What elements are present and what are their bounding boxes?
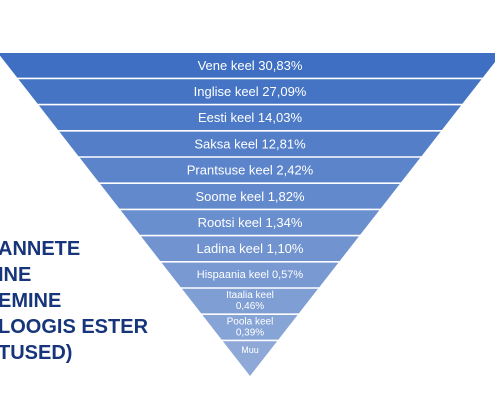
funnel-label-11-line-1: Poola keel: [227, 316, 274, 327]
funnel-label-10-line-1: Itaalia keel: [226, 290, 274, 301]
funnel-label-12: Muu: [241, 345, 259, 355]
funnel-label-4: Saksa keel 12,81%: [194, 136, 306, 151]
funnel-label-9: Hispaania keel 0,57%: [197, 269, 304, 281]
funnel-band-10: [181, 288, 319, 314]
funnel-band-4: [59, 131, 441, 157]
funnel-band-11: [202, 315, 298, 340]
funnel-band-2: [18, 79, 482, 104]
funnel-band-9: [161, 262, 339, 288]
funnel-band-12: [222, 341, 278, 376]
funnel-label-8: Ladina keel 1,10%: [197, 241, 304, 256]
funnel-label-7: Rootsi keel 1,34%: [198, 215, 303, 230]
funnel-label-10-line-2: 0,46%: [236, 301, 264, 312]
funnel-band-8: [141, 236, 359, 261]
side-title: ANNETE INE EMINE LOOGIS ESTER TUSED): [0, 236, 173, 366]
side-title-line-4: LOOGIS ESTER: [0, 316, 149, 338]
funnel-label-2: Inglise keel 27,09%: [194, 84, 307, 99]
side-title-line-5: TUSED): [0, 342, 73, 364]
funnel-band-3: [38, 105, 462, 130]
funnel-band-5: [79, 157, 421, 183]
funnel-label-5: Prantsuse keel 2,42%: [187, 163, 314, 178]
side-title-line-1: ANNETE: [0, 238, 81, 260]
side-title-line-3: EMINE: [0, 290, 62, 312]
funnel-label-1: Vene keel 30,83%: [198, 58, 303, 73]
side-title-line-2: INE: [0, 264, 32, 286]
funnel-band-6: [100, 184, 400, 209]
funnel-band-7: [120, 210, 380, 235]
funnel-band-1: [0, 53, 495, 78]
funnel-label-11-line-2: 0,39%: [236, 327, 264, 338]
funnel-label-6: Soome keel 1,82%: [195, 189, 305, 204]
funnel-label-3: Eesti keel 14,03%: [198, 110, 303, 125]
